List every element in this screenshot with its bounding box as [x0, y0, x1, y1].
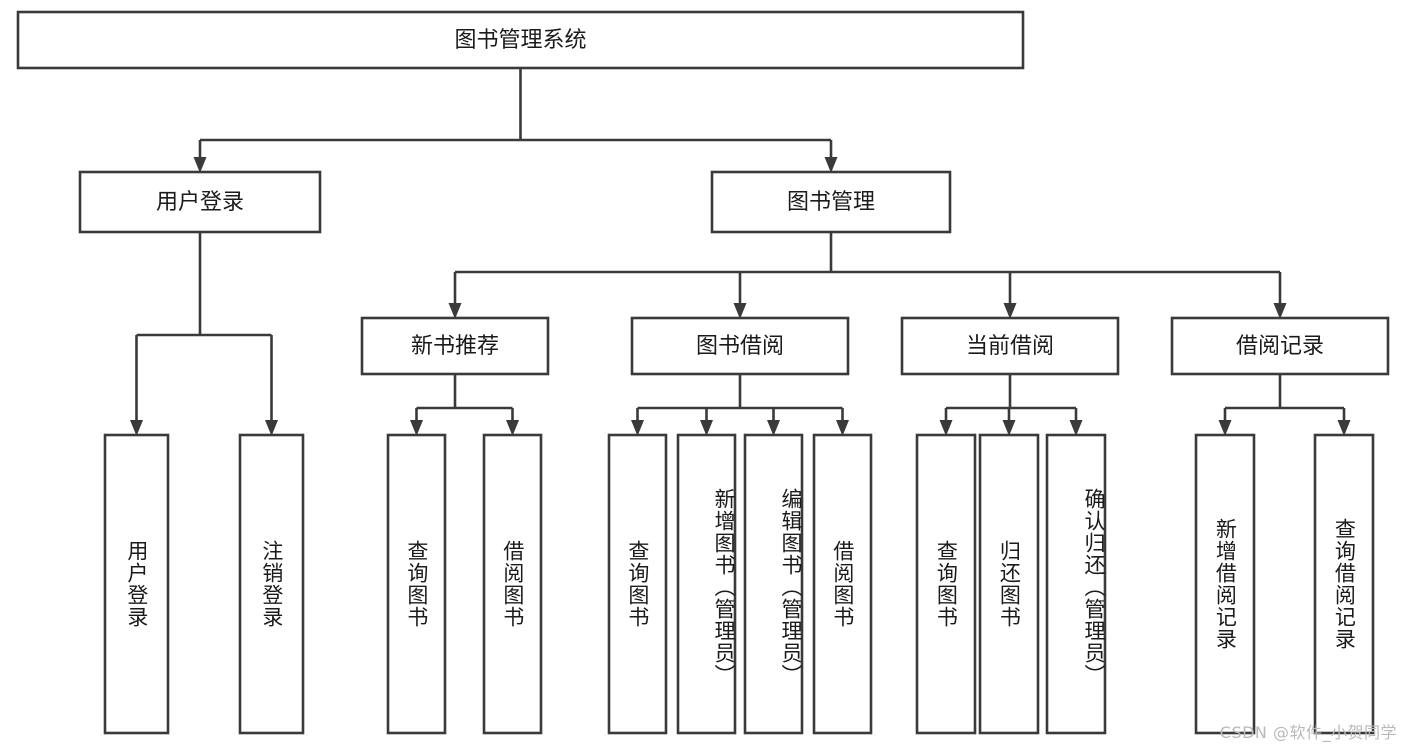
arrow-head-icon: [733, 303, 747, 319]
edges-layer: [130, 68, 1351, 436]
arrow-head-icon: [836, 420, 849, 436]
arrow-head-icon: [767, 420, 780, 436]
arrow-head-icon: [824, 157, 838, 173]
arrow-head-icon: [1069, 420, 1083, 436]
node-box-user-login[interactable]: [78, 170, 322, 234]
arrow-head-icon: [193, 157, 207, 173]
node-label-current-borrow: 当前借阅: [966, 334, 1054, 359]
node-label-borrow-record: 借阅记录: [1236, 334, 1324, 359]
node-box-leaf-add-book[interactable]: [676, 433, 737, 735]
arrow-head-icon: [506, 420, 519, 436]
node-box-leaf-borrow-book-a[interactable]: [482, 433, 543, 735]
boxes-layer: [16, 10, 1390, 735]
arrow-head-icon: [700, 420, 713, 436]
node-box-leaf-query-book-b[interactable]: [607, 433, 668, 735]
arrow-head-icon: [1337, 420, 1351, 436]
arrow-head-icon: [265, 420, 278, 436]
node-box-leaf-borrow-book-b[interactable]: [812, 433, 873, 735]
node-box-leaf-query-book-c[interactable]: [915, 433, 977, 735]
node-box-leaf-edit-book[interactable]: [743, 433, 804, 735]
node-box-root[interactable]: [16, 10, 1025, 70]
node-box-borrow-record[interactable]: [1170, 316, 1390, 376]
node-box-book-manage[interactable]: [710, 170, 952, 234]
arrow-head-icon: [631, 420, 644, 436]
arrow-head-icon: [448, 303, 462, 319]
node-box-leaf-return-book[interactable]: [978, 433, 1040, 735]
node-box-book-borrow[interactable]: [630, 316, 850, 376]
arrow-head-icon: [1002, 420, 1016, 436]
node-label-new-book-rec: 新书推荐: [411, 334, 499, 359]
node-box-leaf-query-book-a[interactable]: [386, 433, 447, 735]
arrow-head-icon: [130, 420, 143, 436]
arrow-head-icon: [410, 420, 423, 436]
watermark: CSDN @软件_小贺同学: [1219, 723, 1397, 742]
node-label-root: 图书管理系统: [454, 28, 586, 53]
arrow-head-icon: [1218, 420, 1232, 436]
node-box-leaf-add-record[interactable]: [1194, 433, 1256, 735]
node-box-leaf-query-record[interactable]: [1313, 433, 1375, 735]
arrow-head-icon: [939, 420, 953, 436]
node-box-new-book-rec[interactable]: [360, 316, 550, 376]
node-box-leaf-user-login[interactable]: [103, 433, 170, 735]
node-box-leaf-confirm-return[interactable]: [1045, 433, 1107, 735]
node-label-book-borrow: 图书借阅: [696, 334, 784, 359]
node-label-user-login: 用户登录: [156, 190, 244, 215]
node-box-leaf-logout[interactable]: [238, 433, 305, 735]
arrow-head-icon: [1273, 303, 1287, 319]
node-box-current-borrow[interactable]: [900, 316, 1120, 376]
node-label-book-manage: 图书管理: [787, 190, 875, 215]
arrow-head-icon: [1003, 303, 1017, 319]
